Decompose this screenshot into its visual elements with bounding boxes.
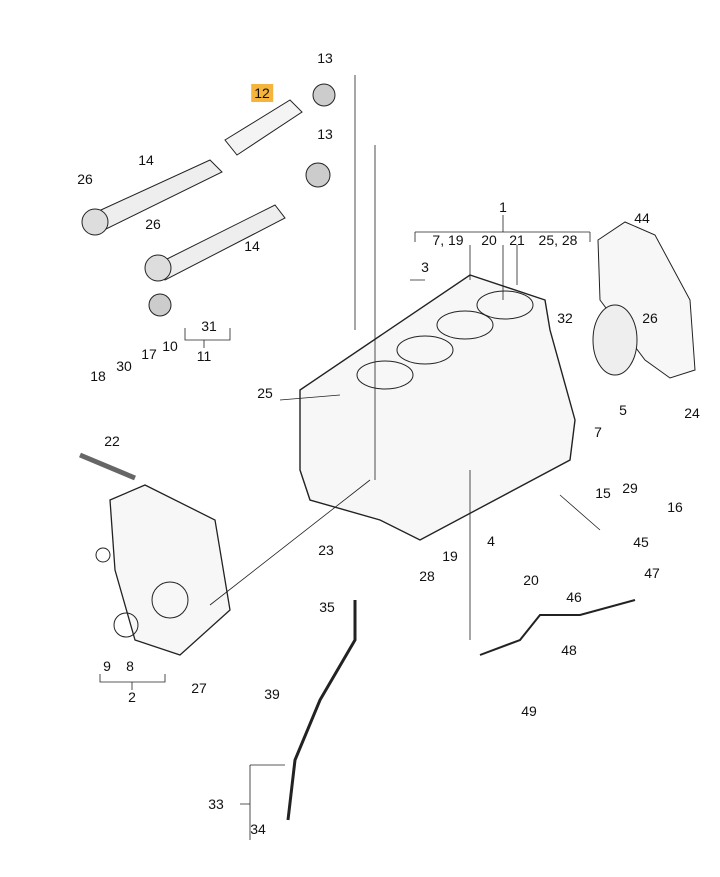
callout-23: 23 <box>318 542 334 558</box>
callout-18: 18 <box>90 368 106 384</box>
sensor-wire-48 <box>479 599 636 656</box>
callout-49: 49 <box>521 703 537 719</box>
dipstick-tube <box>286 600 357 821</box>
tube-part-12 <box>224 99 303 156</box>
callout-26: 26 <box>642 310 658 326</box>
timing-cover <box>95 484 231 656</box>
bearing-13-lower <box>305 162 331 188</box>
callout-13: 13 <box>317 126 333 142</box>
sealant-tube-22 <box>79 452 136 481</box>
balance-shaft-lower <box>144 204 286 282</box>
callout-45: 45 <box>633 534 649 550</box>
callout-25: 25 <box>257 385 273 401</box>
engine-block <box>299 274 576 541</box>
callout-26: 26 <box>145 216 161 232</box>
callout-7: 7 <box>594 424 602 440</box>
callout-29: 29 <box>622 480 638 496</box>
callout-39: 39 <box>264 686 280 702</box>
callout-1: 1 <box>499 199 507 215</box>
callout-48: 48 <box>561 642 577 658</box>
callout-34: 34 <box>250 821 266 837</box>
callout-20: 20 <box>481 232 497 248</box>
callout-19: 19 <box>442 548 458 564</box>
callout-5: 5 <box>619 402 627 418</box>
callout-26: 26 <box>77 171 93 187</box>
callout-31: 31 <box>201 318 217 334</box>
callout-28: 28 <box>419 568 435 584</box>
callout-14: 14 <box>138 152 154 168</box>
callout-15: 15 <box>595 485 611 501</box>
gear-10 <box>148 293 172 317</box>
callout-32: 32 <box>557 310 573 326</box>
balance-shaft-upper <box>81 159 223 236</box>
callout-24: 24 <box>684 405 700 421</box>
callout-25-28: 25, 28 <box>538 232 578 248</box>
callout-12-highlighted[interactable]: 12 <box>251 84 273 102</box>
callout-10: 10 <box>162 338 178 354</box>
leader-lines <box>99 75 601 840</box>
callout-27: 27 <box>191 680 207 696</box>
callout-9: 9 <box>103 658 111 674</box>
callout-16: 16 <box>667 499 683 515</box>
callout-30: 30 <box>116 358 132 374</box>
callout-14: 14 <box>244 238 260 254</box>
callout-17: 17 <box>141 346 157 362</box>
callout-20: 20 <box>523 572 539 588</box>
callout-44: 44 <box>634 210 650 226</box>
cover-44 <box>592 221 696 379</box>
callout-2: 2 <box>128 689 136 705</box>
callout-35: 35 <box>319 599 335 615</box>
callout-8: 8 <box>126 658 134 674</box>
bearing-13-upper <box>312 83 336 107</box>
callout-4: 4 <box>487 533 495 549</box>
callout-33: 33 <box>208 796 224 812</box>
callout-21: 21 <box>509 232 525 248</box>
callout-46: 46 <box>566 589 582 605</box>
callout-7-19: 7, 19 <box>432 232 464 248</box>
callout-3: 3 <box>421 259 429 275</box>
callout-47: 47 <box>644 565 660 581</box>
callout-22: 22 <box>104 433 120 449</box>
callout-11: 11 <box>196 348 212 364</box>
callout-13: 13 <box>317 50 333 66</box>
